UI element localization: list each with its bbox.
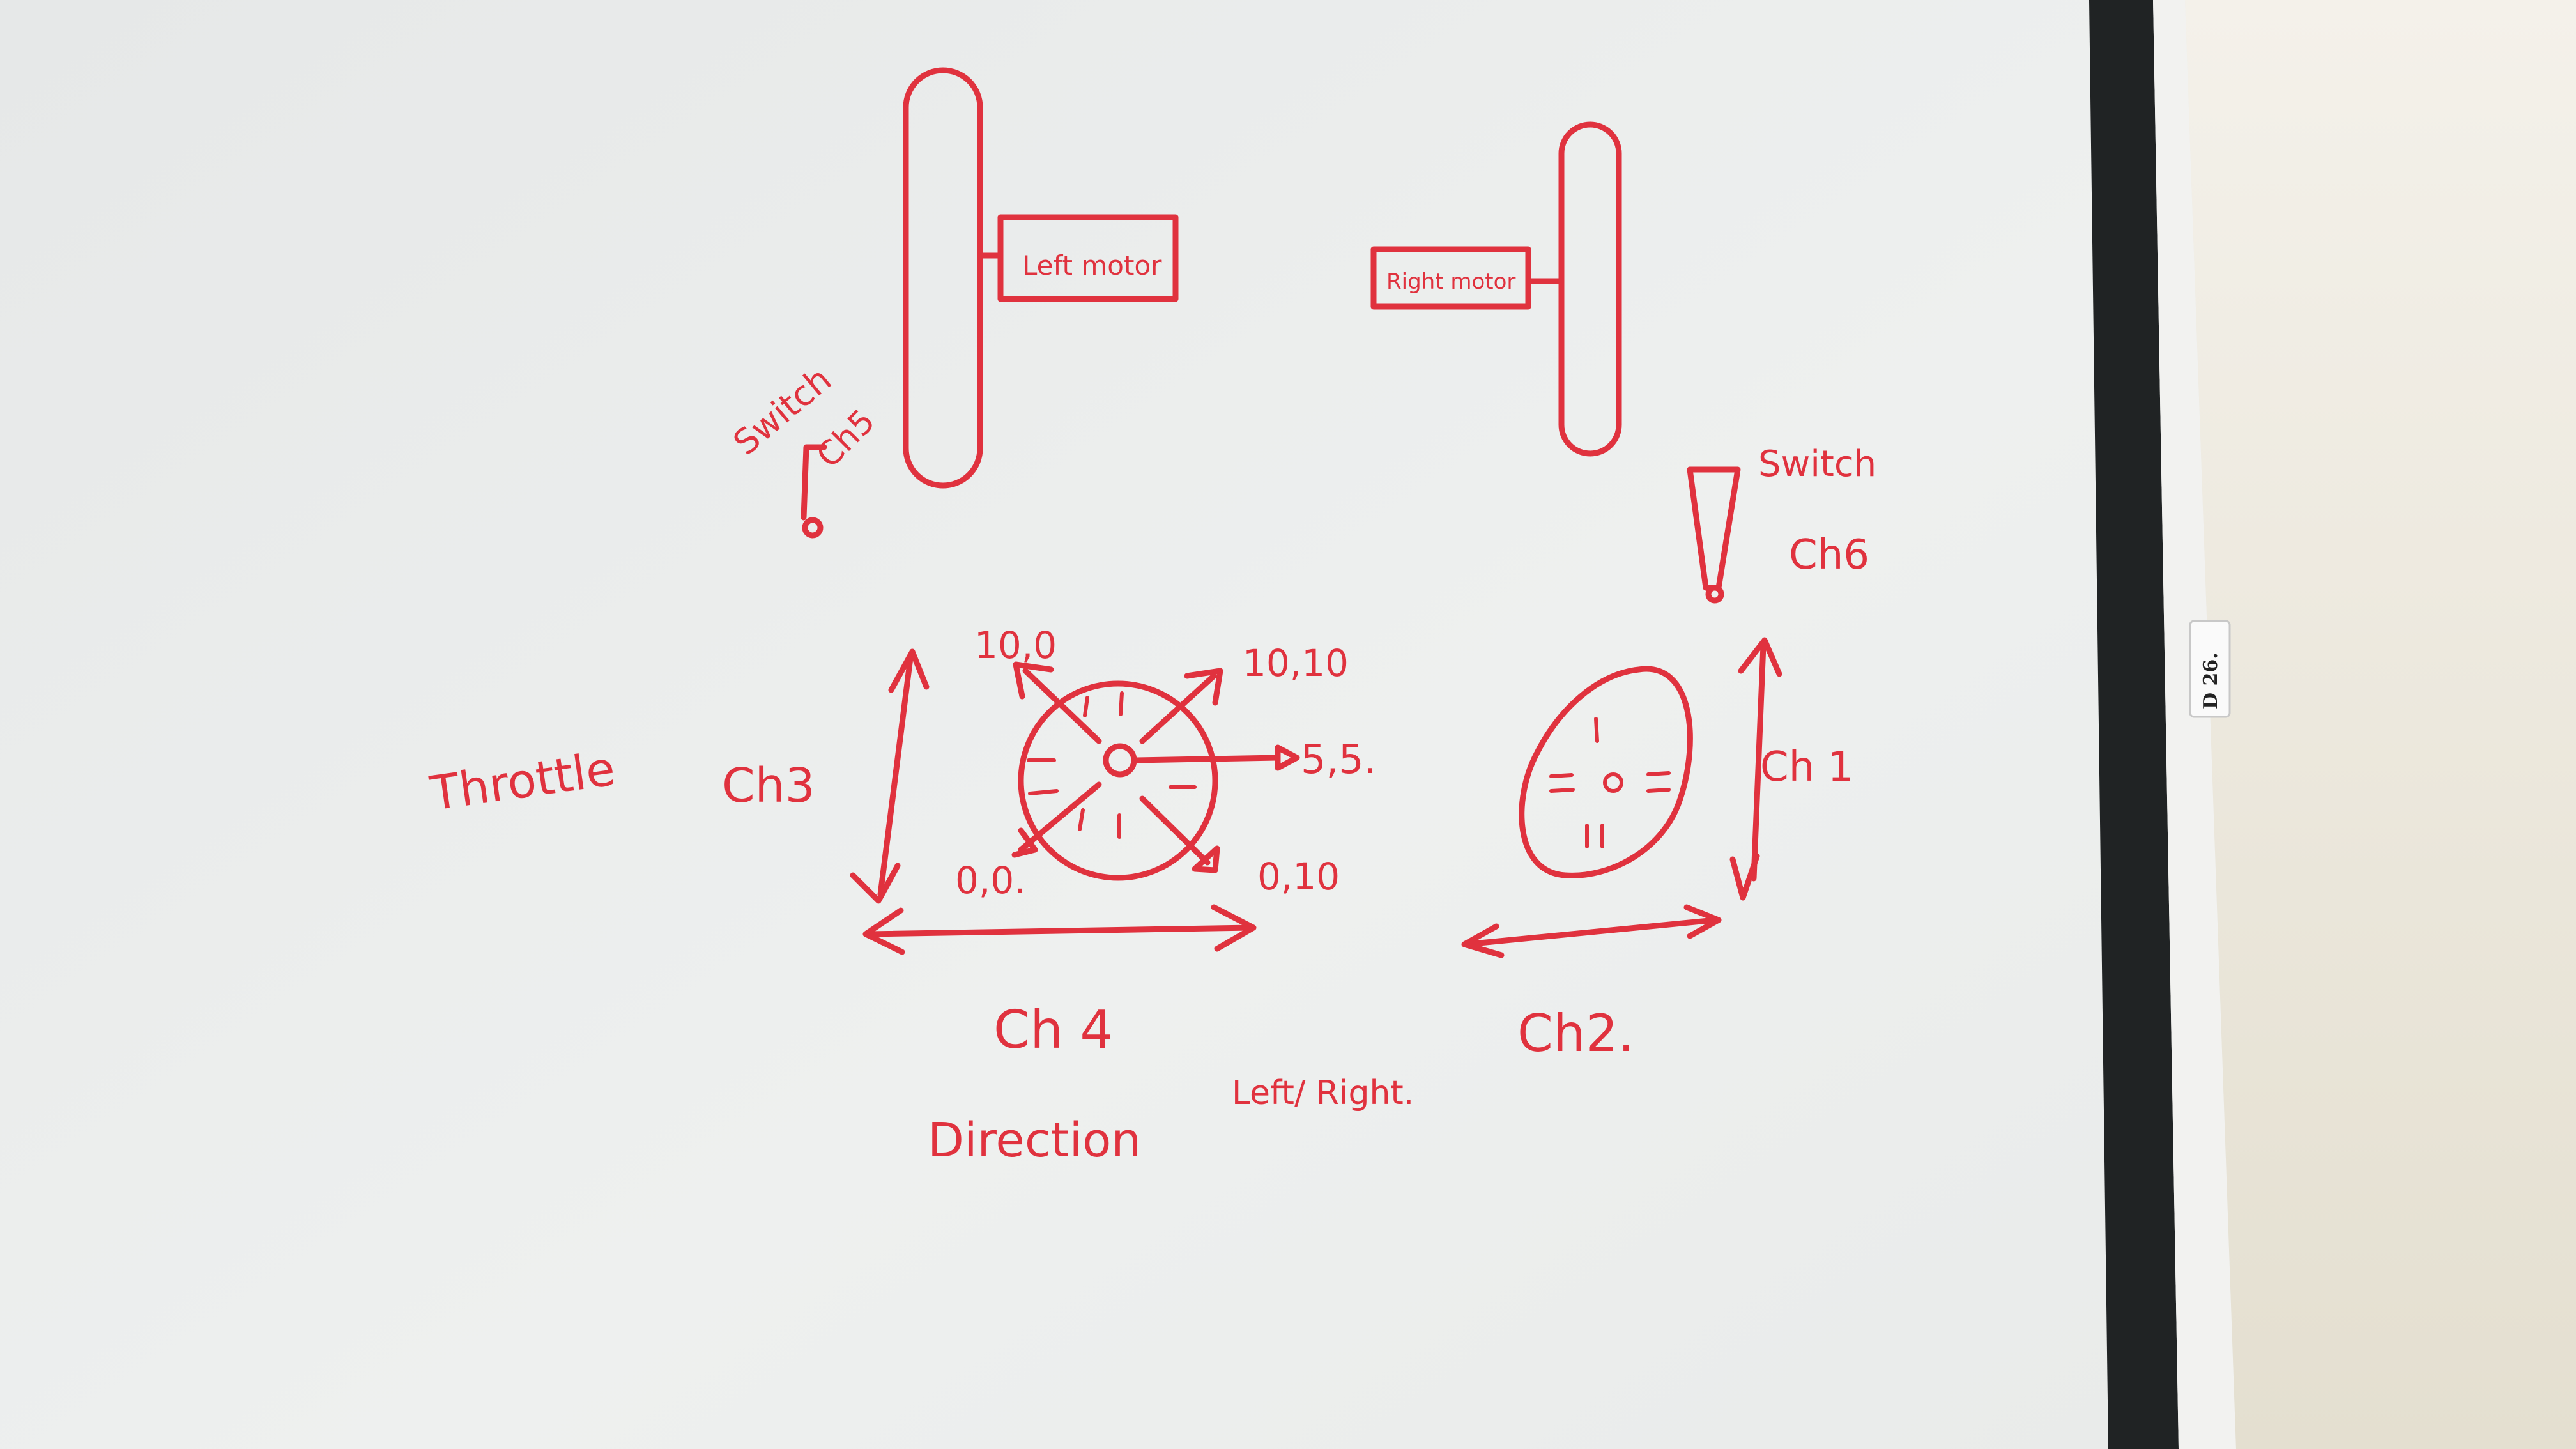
frame-tag-label: D 26.	[2200, 652, 2222, 709]
direction-label: Direction	[928, 1113, 1141, 1168]
ch1-label: Ch 1	[1760, 744, 1853, 791]
right-switch: Switch Ch6	[1687, 443, 1876, 604]
ch4-label: Ch 4	[993, 1000, 1113, 1061]
whiteboard-surface	[0, 0, 2108, 1449]
ch3-label: Ch3	[722, 758, 815, 813]
right-motor-label: Right motor	[1386, 269, 1515, 295]
right-joystick-dial	[1519, 666, 1693, 878]
left-motor-label: Left motor	[1022, 250, 1162, 281]
coord-top-left-label: 10,0	[974, 624, 1057, 667]
left-wheel	[903, 67, 983, 489]
frame-rail	[2153, 0, 2236, 1449]
right-joystick-diagram: Ch 1 Ch2.	[1461, 637, 1853, 1063]
right-switch-label: Switch	[1758, 443, 1876, 485]
right-wheel-assembly: Right motor	[1370, 121, 1622, 457]
frame-tag: D 26.	[2189, 620, 2231, 718]
left-joystick-dial	[1018, 680, 1218, 881]
coord-top-right-label: 10,10	[1243, 641, 1349, 685]
right-wheel	[1558, 121, 1622, 457]
wall	[2185, 0, 2576, 1449]
board-frame	[2089, 0, 2179, 1449]
left-joystick-diagram: 10,0 10,10 5,5. 0,0. 0,10 Throttle Ch3 C…	[427, 624, 1414, 1168]
ch2-label: Ch2.	[1517, 1004, 1634, 1063]
coord-bottom-right-label: 0,10	[1257, 855, 1340, 898]
coord-center-label: 5,5.	[1301, 736, 1376, 783]
left-right-label: Left/ Right.	[1232, 1074, 1414, 1112]
left-wheel-assembly: Left motor	[903, 67, 1179, 489]
coord-bottom-left-label: 0,0.	[955, 859, 1026, 902]
ch6-label: Ch6	[1789, 532, 1869, 579]
right-motor-box	[1370, 246, 1531, 310]
